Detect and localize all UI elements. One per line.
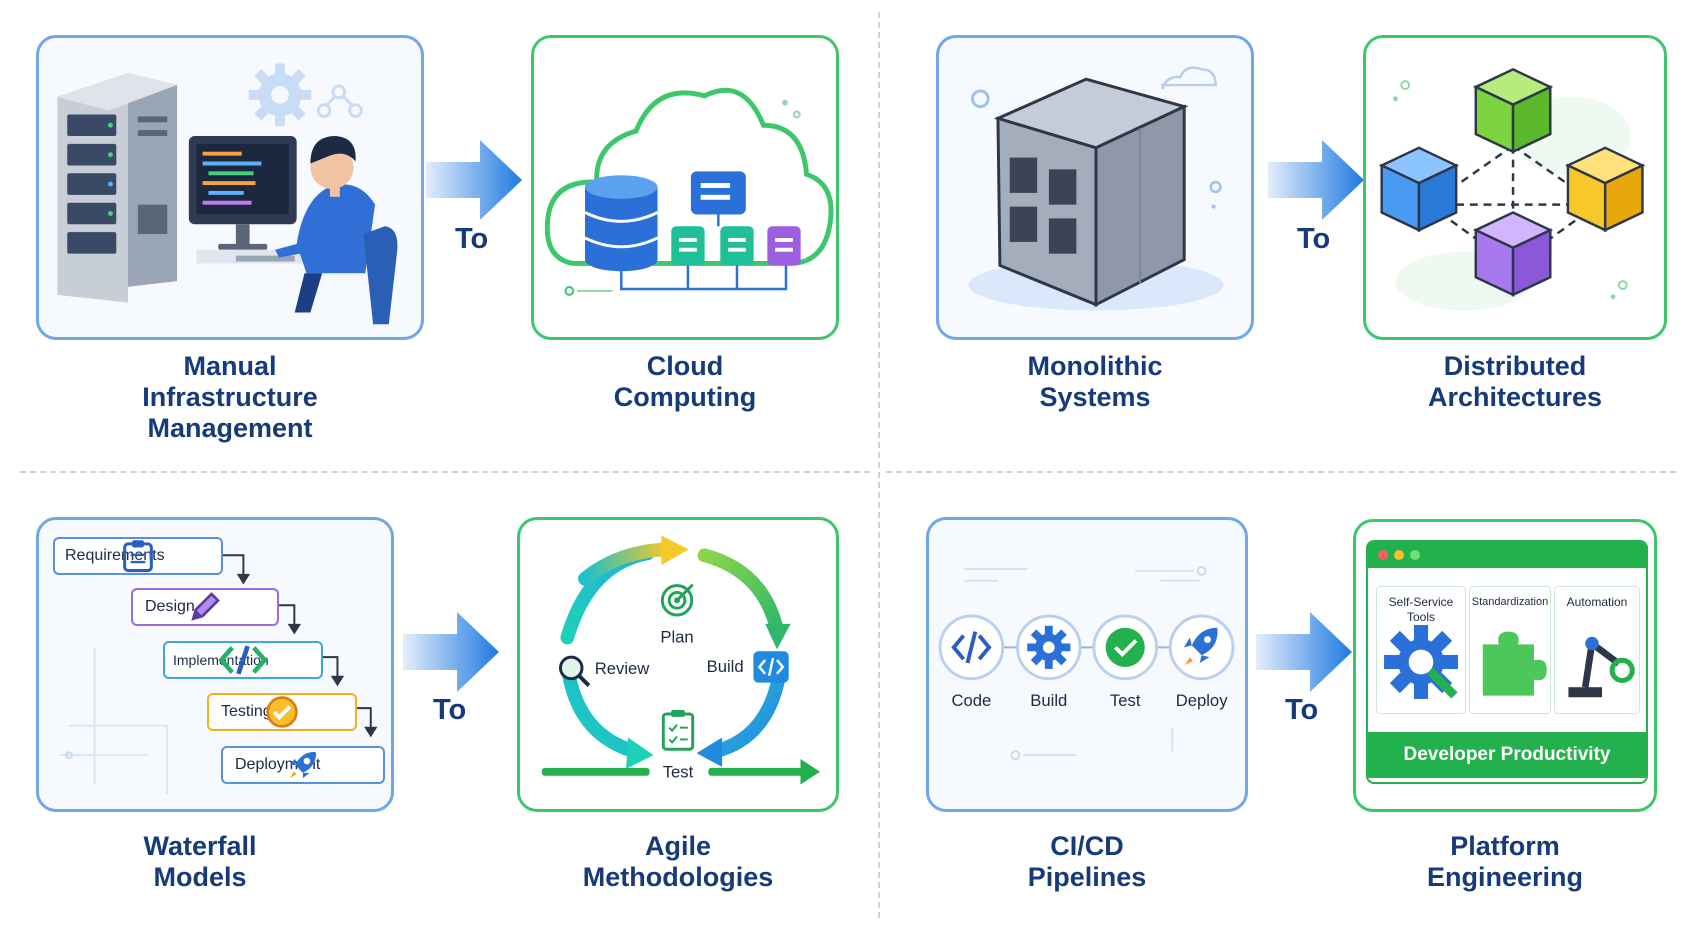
vertical-divider <box>878 12 880 918</box>
server-tower-icon <box>57 73 178 303</box>
cicd-pipelines-card: Code Build Test Deploy <box>926 517 1248 812</box>
target-icon <box>660 583 694 617</box>
horizontal-divider-left <box>20 471 870 473</box>
monolithic-systems-card <box>936 35 1254 340</box>
agile-stage-build: Build <box>707 657 744 676</box>
waterfall-step-implementation: Implementation <box>163 641 323 679</box>
cicd-stage-build: Build <box>1030 691 1067 710</box>
computer-monitor-icon <box>188 136 297 250</box>
monolith-cube-icon <box>993 77 1189 308</box>
window-title-bar <box>1368 542 1646 568</box>
waterfall-connectors <box>59 554 378 795</box>
blue-cube-icon <box>1378 146 1460 233</box>
cicd-stage-test: Test <box>1110 691 1141 710</box>
developer-productivity-banner: Developer Productivity <box>1368 732 1646 778</box>
tile-automation: Automation <box>1554 586 1640 714</box>
pencil-icon <box>191 592 220 621</box>
monolith-illustration <box>968 66 1224 311</box>
arrow-right-icon <box>1256 612 1352 692</box>
cloud-computing-card <box>531 35 839 340</box>
window-close-dot <box>1378 550 1388 560</box>
database-icon <box>584 175 659 272</box>
robot-arm-icon <box>1568 636 1635 698</box>
step-label: Design <box>145 598 195 615</box>
code-window-icon <box>753 651 789 683</box>
window-maximize-dot <box>1410 550 1420 560</box>
cicd-pipeline-illustration: Code Build Test Deploy <box>938 566 1235 761</box>
purple-cube-icon <box>1472 211 1554 297</box>
yellow-cube-icon <box>1565 146 1646 233</box>
check-circle-icon <box>266 696 298 728</box>
step-label: Requirements <box>65 547 165 564</box>
arrow-right-icon <box>403 612 499 692</box>
gear-icon <box>248 63 312 127</box>
distributed-cubes-illustration <box>1378 68 1646 311</box>
agile-methodologies-card: Plan Build Review Test <box>517 517 839 812</box>
tile-label: Self-Service Tools <box>1388 595 1454 624</box>
code-brackets-icon <box>218 645 268 675</box>
cicd-stage-code: Code <box>952 691 992 710</box>
waterfall-models-card: Requirements Design Implementation Testi… <box>36 517 394 812</box>
to-connector-text: To <box>1297 223 1331 255</box>
horizontal-divider-right <box>886 471 1676 473</box>
waterfall-models-label: Waterfall Models <box>143 831 257 892</box>
self-service-tools-icon <box>1384 625 1458 699</box>
cicd-pipelines-label: CI/CD Pipelines <box>1027 831 1147 892</box>
check-stage-icon <box>1092 614 1159 681</box>
server-nodes-icon <box>620 171 801 291</box>
to-connector-text: To <box>433 694 467 726</box>
waterfall-step-design: Design <box>131 588 279 626</box>
to-connector-text: To <box>455 223 489 255</box>
agile-stage-test: Test <box>663 763 694 782</box>
gear-stage-icon <box>1015 614 1082 681</box>
magnifier-icon <box>558 655 591 687</box>
network-nodes-icon <box>316 84 363 118</box>
checklist-icon <box>661 710 695 751</box>
cloud-computing-label: Cloud Computing <box>613 351 757 412</box>
tile-self-service: Self-Service Tools <box>1376 586 1466 714</box>
monolithic-systems-label: Monolithic Systems <box>1027 351 1163 412</box>
developer-person-icon <box>275 136 398 325</box>
window-minimize-dot <box>1394 550 1404 560</box>
waterfall-step-testing: Testing <box>207 693 357 731</box>
cicd-stage-deploy: Deploy <box>1176 691 1228 710</box>
distributed-architectures-label: Distributed Architectures <box>1427 351 1603 412</box>
to-connector-text: To <box>1285 694 1319 726</box>
distributed-architectures-card <box>1363 35 1667 340</box>
code-stage-icon <box>938 614 1005 681</box>
rocket-stage-icon <box>1168 614 1235 681</box>
platform-engineering-label: Platform Engineering <box>1426 831 1583 892</box>
step-label: Testing <box>221 703 272 720</box>
arrow-right-icon <box>1268 140 1364 220</box>
agile-stage-review: Review <box>595 659 651 678</box>
cloud-illustration <box>544 87 834 296</box>
platform-engineering-card: Self-Service Tools Standardization Autom… <box>1353 519 1657 812</box>
app-window: Self-Service Tools Standardization Autom… <box>1366 540 1648 784</box>
manual-infrastructure-label: Manual Infrastructure Management <box>142 351 318 443</box>
tile-label: Standardization <box>1471 596 1549 608</box>
agile-stage-plan: Plan <box>660 627 693 646</box>
rocket-icon <box>289 751 317 779</box>
manual-infrastructure-card <box>36 35 424 340</box>
server-admin-illustration <box>57 63 398 325</box>
agile-methodologies-label: Agile Methodologies <box>582 831 774 892</box>
clipboard-icon <box>123 540 153 573</box>
puzzle-icon <box>1482 631 1547 696</box>
tile-standardization: Standardization <box>1469 586 1551 714</box>
green-cube-icon <box>1472 68 1554 154</box>
arrow-right-icon <box>426 140 522 220</box>
waterfall-step-requirements: Requirements <box>53 537 223 575</box>
tile-label: Automation <box>1566 595 1628 609</box>
waterfall-step-deployment: Deployment <box>221 746 385 784</box>
agile-cycle-illustration: Plan Build Review Test <box>541 535 821 785</box>
